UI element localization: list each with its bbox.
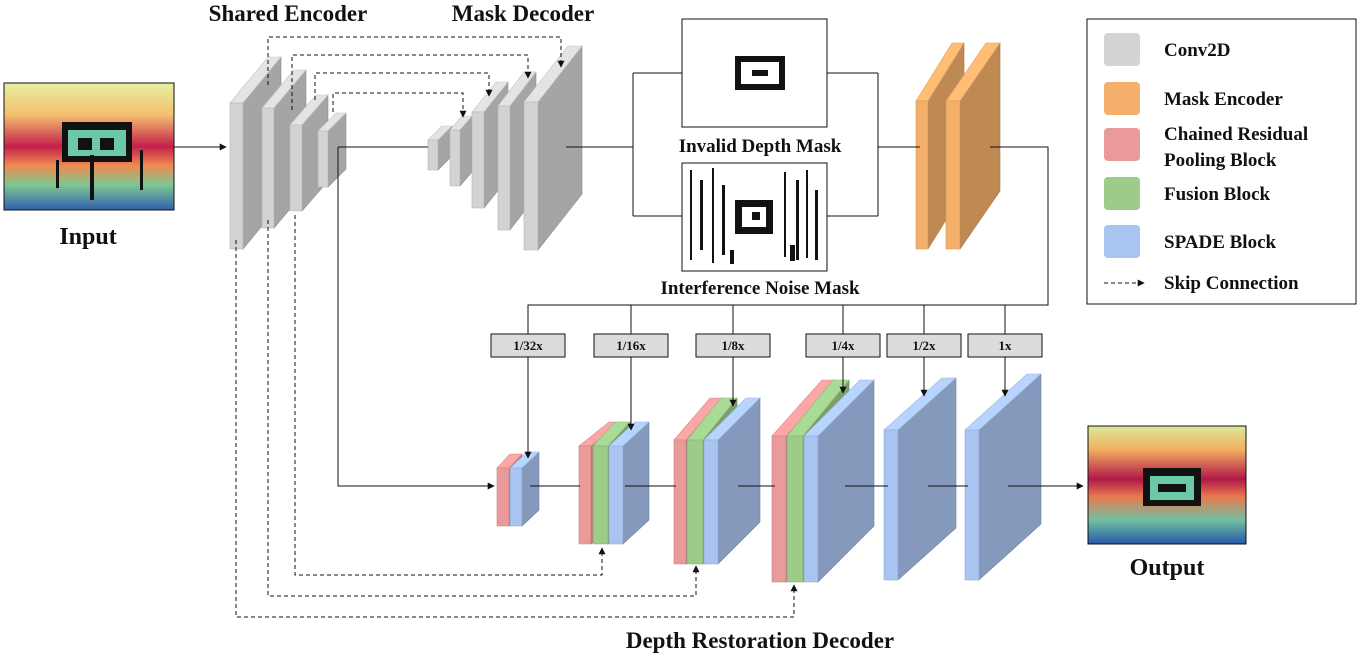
legend-label-mask-encoder: Mask Encoder (1164, 89, 1283, 110)
legend-swatch-fusion (1104, 177, 1140, 210)
scale-box-1 (967, 333, 1043, 358)
scale-label-32: 1/32x (513, 338, 543, 353)
legend-swatch-crp (1104, 128, 1140, 161)
noise-mask-title: Interference Noise Mask (660, 278, 860, 299)
scale-label-2: 1/2x (912, 338, 936, 353)
legend-label-conv2d: Conv2D (1164, 40, 1231, 61)
scale-label-1: 1x (999, 338, 1013, 353)
legend: Conv2D Mask Encoder Chained Residual Poo… (1086, 18, 1357, 305)
depth-decoder-title: Depth Restoration Decoder (626, 628, 894, 653)
stage1-spade-side (978, 373, 1042, 581)
interference-noise-mask-image (681, 162, 828, 272)
scale-box-32 (490, 333, 566, 358)
legend-swatch-spade (1104, 225, 1140, 258)
invalid-mask-title: Invalid Depth Mask (679, 136, 842, 157)
stage2-spade-front (883, 429, 899, 581)
scale-boxes: 1/32x 1/16x 1/8x 1/4x 1/2x 1x (490, 333, 1043, 358)
stage8-fusion-front (686, 439, 704, 565)
stage16-spade-front (608, 445, 624, 545)
scale-box-4 (805, 333, 881, 358)
mask-decoder-layer-5-front (523, 101, 539, 251)
connections (174, 72, 1084, 490)
shared-encoder-title: Shared Encoder (209, 1, 368, 26)
network-layers (229, 41, 1042, 583)
mask-decoder-layer-2-front (449, 129, 461, 187)
output-depth-image (1087, 425, 1247, 545)
invalid-depth-mask-image (681, 18, 828, 128)
stage4-crp-front (771, 435, 787, 583)
mask-decoder-layer-4-front (497, 105, 511, 231)
scale-box-2 (886, 333, 962, 358)
encoder-layer-1-front (229, 102, 244, 250)
legend-label-crp-line2: Pooling Block (1164, 150, 1277, 171)
stage16-crp-front (578, 445, 592, 545)
input-title: Input (59, 224, 116, 250)
mask-decoder-title: Mask Decoder (452, 1, 594, 26)
stage32-spade-front (509, 467, 523, 527)
mask-encoder-layer-2-front (945, 100, 961, 250)
legend-swatch-conv2d (1104, 33, 1140, 66)
mask-encoder-layer-1-front (915, 100, 929, 250)
legend-label-fusion: Fusion Block (1164, 184, 1271, 205)
legend-label-spade: SPADE Block (1164, 232, 1277, 253)
stage8-crp-front (673, 439, 687, 565)
scale-label-8: 1/8x (721, 338, 745, 353)
mask-decoder-layer-1-front (427, 139, 439, 171)
output-title: Output (1130, 555, 1205, 581)
encoder-layer-2-front (261, 107, 275, 229)
encoder-layer-3-front (289, 124, 303, 212)
stage16-fusion-front (592, 445, 609, 545)
stage2-spade-side (897, 377, 957, 581)
stage1-spade-front (964, 429, 980, 581)
scale-label-16: 1/16x (616, 338, 646, 353)
stage4-fusion-front (786, 435, 804, 583)
stage4-spade-front (803, 435, 819, 583)
legend-label-skip: Skip Connection (1164, 273, 1299, 294)
scale-box-16 (593, 333, 669, 358)
stage8-spade-front (703, 439, 719, 565)
encoder-layer-4-front (317, 130, 329, 188)
scale-label-4: 1/4x (831, 338, 855, 353)
skip-connections (235, 36, 798, 618)
input-depth-image (3, 82, 175, 211)
legend-label-crp-line1: Chained Residual (1164, 124, 1308, 145)
mask-decoder-layer-3-front (471, 111, 485, 209)
scale-box-8 (695, 333, 771, 358)
legend-swatch-mask-encoder (1104, 82, 1140, 115)
stage32-crp-front (496, 467, 510, 527)
